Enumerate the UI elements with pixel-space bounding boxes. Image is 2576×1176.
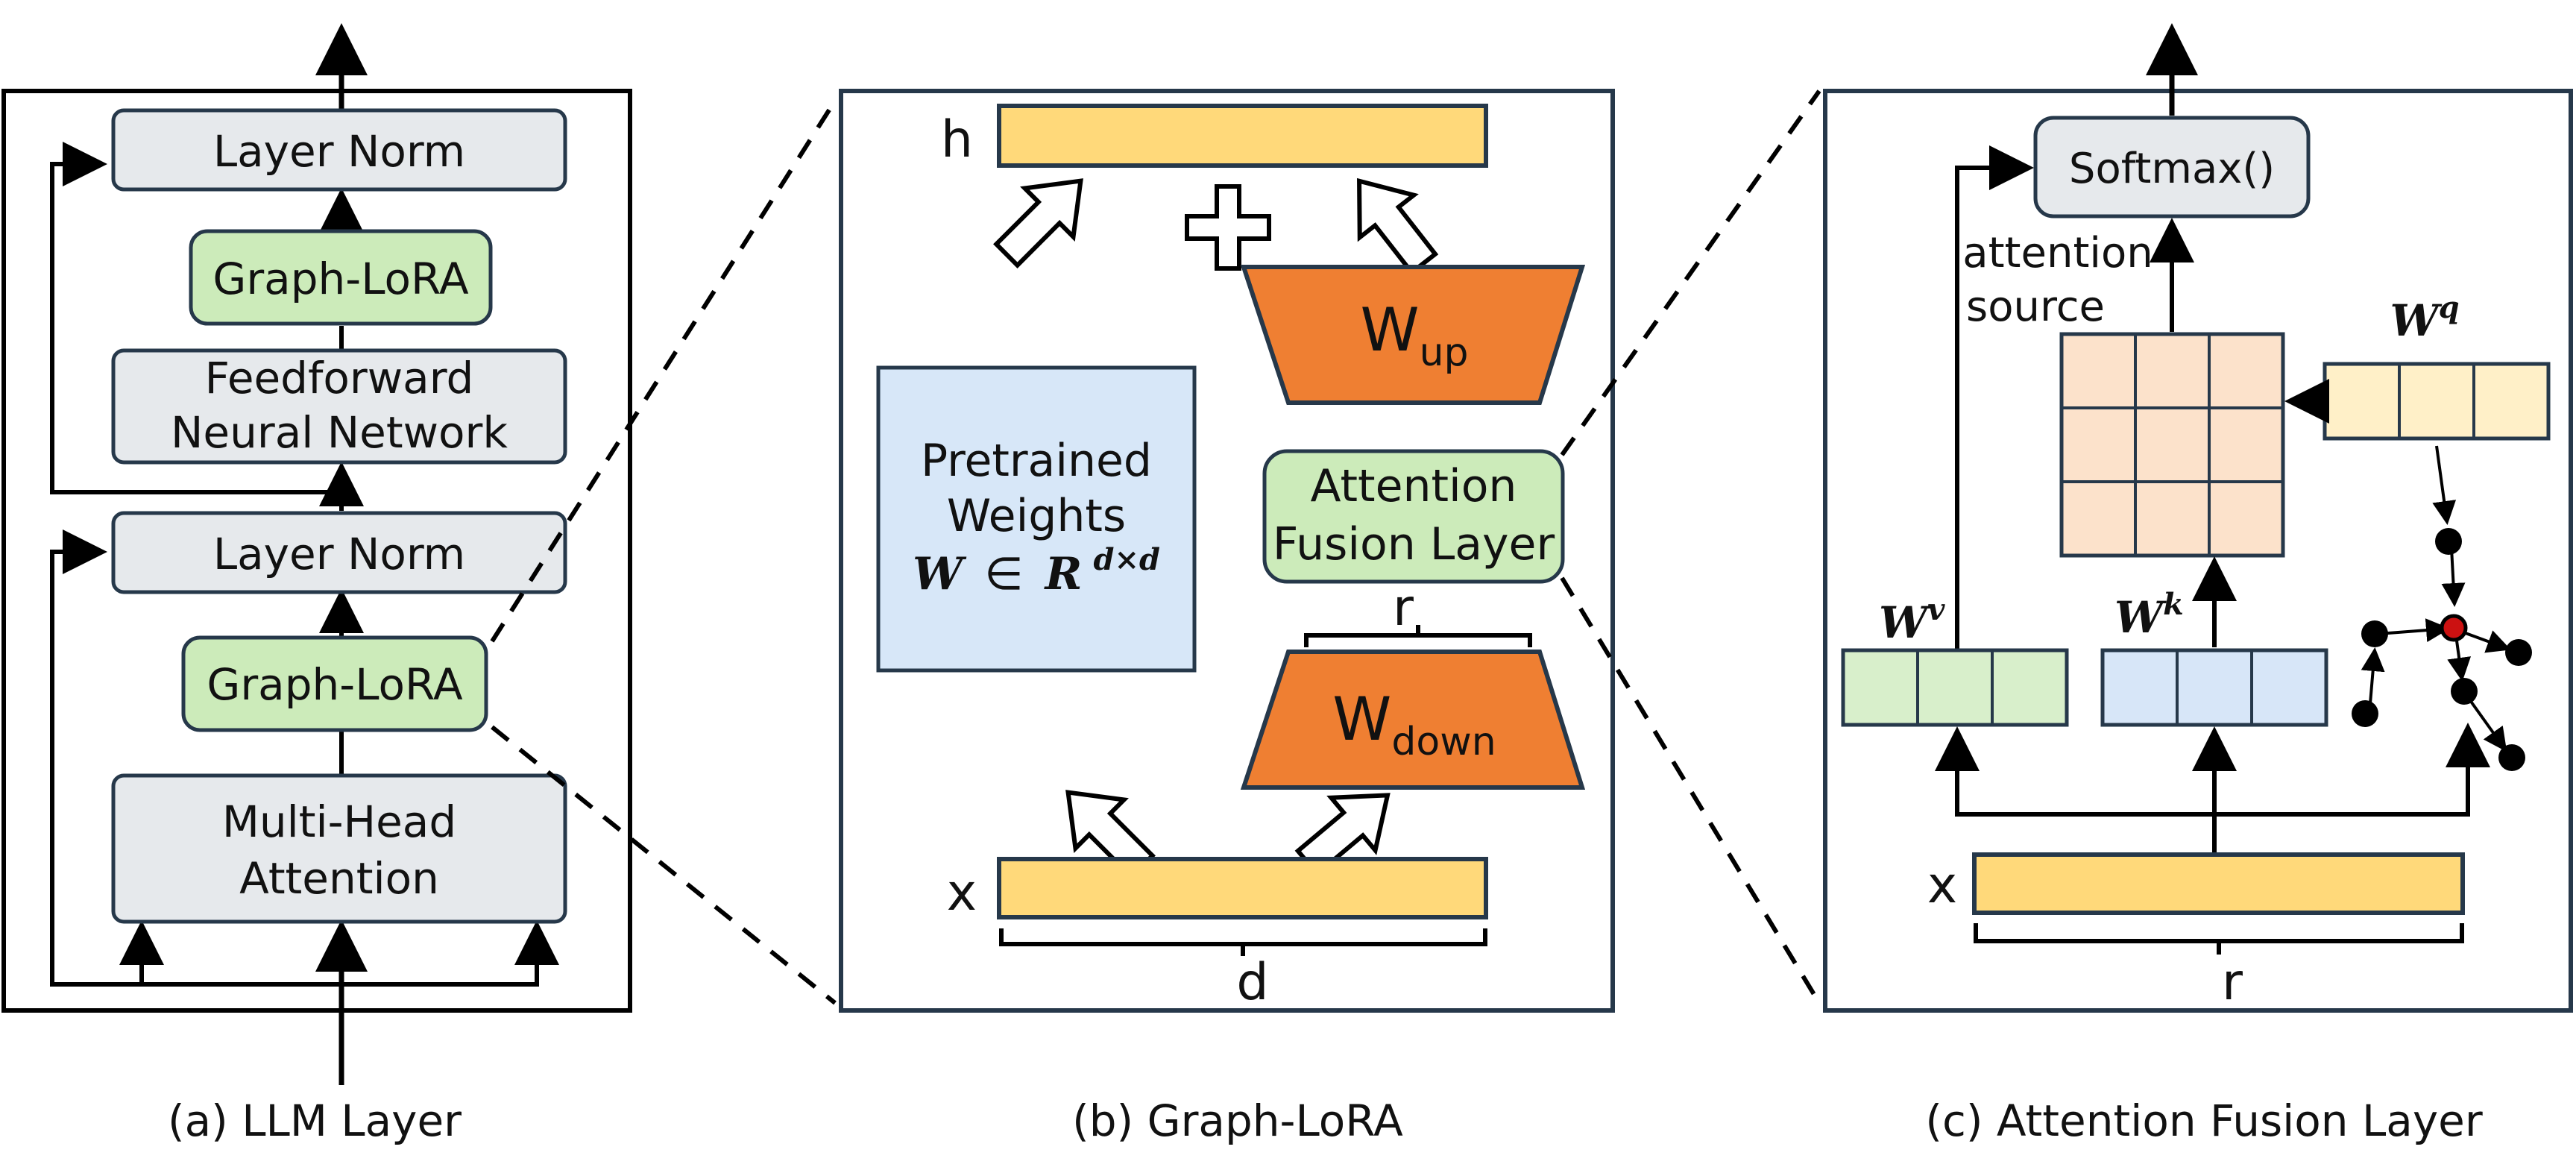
wv-vector bbox=[1841, 648, 2069, 727]
panel-a-frame bbox=[1, 89, 632, 1013]
x-label-c: x bbox=[1927, 856, 1957, 915]
x-bar-b bbox=[997, 857, 1488, 919]
mha-label-line1: Multi-Head bbox=[222, 796, 456, 847]
graph-node bbox=[2505, 639, 2532, 666]
zoom-line-b-bottom bbox=[1560, 576, 1821, 1004]
pretrained-weights-box: Pretrained Weights W ∈ R d×d bbox=[876, 365, 1197, 673]
wk-sup: k bbox=[2163, 587, 2184, 622]
fusion-line1: Attention bbox=[1311, 460, 1517, 512]
h-bar bbox=[997, 104, 1488, 168]
hollow-arrow-left-out bbox=[1065, 790, 1156, 880]
panel-llm-layer: Layer Norm Graph-LoRA Feedforward Neural… bbox=[1, 23, 632, 1146]
wk-base: W bbox=[2114, 592, 2167, 643]
wq-sup: q bbox=[2439, 290, 2460, 325]
pretrained-line2: Weights bbox=[947, 490, 1126, 542]
ffn-box: Feedforward Neural Network bbox=[111, 348, 567, 465]
caption-a: (a) LLM Layer bbox=[168, 1095, 462, 1146]
graph-node bbox=[2451, 678, 2478, 705]
caption-b: (b) Graph-LoRA bbox=[1072, 1095, 1403, 1146]
graph-lora-bottom-box: Graph-LoRA bbox=[181, 635, 488, 732]
graph-lora-top-label: Graph-LoRA bbox=[212, 254, 469, 304]
graph-node bbox=[2435, 528, 2462, 555]
panel-c-frame bbox=[1823, 89, 2573, 1013]
caption-c: (c) Attention Fusion Layer bbox=[1925, 1095, 2483, 1146]
wk-vector bbox=[2100, 648, 2328, 727]
hollow-arrow-left-up bbox=[993, 178, 1083, 268]
d-brace bbox=[999, 928, 1487, 956]
multi-head-attention-box: Multi-Head Attention bbox=[111, 773, 567, 924]
x-label-b: x bbox=[947, 864, 977, 922]
w-down-sub: down bbox=[1391, 720, 1496, 764]
ffn-label-line1: Feedforward bbox=[205, 353, 474, 403]
plus-icon bbox=[1185, 184, 1271, 271]
svg-text:Wv: Wv bbox=[1879, 592, 1945, 648]
h-label: h bbox=[941, 110, 973, 169]
d-label: d bbox=[1236, 953, 1268, 1012]
panel-graph-lora: h Wup Pretrained Weights W ∈ R d×d bbox=[839, 89, 1615, 1146]
attention-score-grid bbox=[2059, 332, 2285, 558]
softmax-label: Softmax() bbox=[2069, 145, 2275, 193]
w-down-trapezoid: Wdown bbox=[1240, 650, 1586, 790]
w-up-trapezoid: Wup bbox=[1240, 265, 1586, 405]
r-label-b: r bbox=[1393, 579, 1414, 638]
fusion-line2: Fusion Layer bbox=[1273, 518, 1555, 570]
pretrained-line1: Pretrained bbox=[921, 435, 1152, 487]
w-up-main: W bbox=[1360, 295, 1419, 365]
r-brace-c bbox=[1974, 923, 2464, 955]
graph-node bbox=[2361, 620, 2388, 647]
formula-exp: d×d bbox=[1094, 542, 1160, 577]
graph-center-node bbox=[2440, 614, 2468, 642]
layer-norm-bottom-box: Layer Norm bbox=[111, 511, 567, 594]
graph-network bbox=[2352, 445, 2532, 771]
mha-label-line2: Attention bbox=[239, 853, 439, 904]
layer-norm-top-box: Layer Norm bbox=[111, 108, 567, 192]
hollow-arrow-right-up bbox=[1357, 177, 1439, 276]
r-brace-b bbox=[1304, 625, 1532, 647]
graph-lora-bottom-label: Graph-LoRA bbox=[207, 659, 463, 710]
attention-source-line2: source bbox=[1966, 283, 2105, 331]
w-down-main: W bbox=[1332, 685, 1391, 754]
svg-text:Wq: Wq bbox=[2390, 290, 2459, 346]
residual-connection-top bbox=[50, 142, 341, 494]
wv-sup: v bbox=[1927, 592, 1945, 627]
wq-base: W bbox=[2390, 295, 2442, 346]
svg-text:Wup: Wup bbox=[1360, 295, 1468, 375]
svg-text:Wdown: Wdown bbox=[1332, 685, 1496, 764]
zoom-line-b-top bbox=[1560, 89, 1821, 456]
softmax-box: Softmax() bbox=[2033, 116, 2311, 218]
wq-vector bbox=[2323, 362, 2551, 441]
r-label-c: r bbox=[2222, 953, 2243, 1012]
graph-node bbox=[2352, 700, 2378, 727]
panel-b-frame bbox=[839, 89, 1615, 1013]
attention-fusion-layer-box: Attention Fusion Layer bbox=[1262, 449, 1565, 584]
formula-in: ∈ bbox=[984, 548, 1023, 600]
graph-node bbox=[2498, 744, 2525, 771]
formula-w: W bbox=[913, 548, 967, 600]
svg-text:Wk: Wk bbox=[2114, 587, 2184, 643]
wv-base: W bbox=[1879, 597, 1931, 648]
x-bar-c bbox=[1972, 852, 2465, 915]
attention-source-line1: attention bbox=[1962, 229, 2153, 277]
graph-lora-top-box: Graph-LoRA bbox=[189, 229, 493, 326]
zoom-line-a-bottom bbox=[491, 725, 837, 1005]
panel-attention-fusion-layer: Softmax() attention source Wq Wv bbox=[1823, 23, 2573, 1146]
svg-text:W ∈ R: W ∈ R d×d bbox=[913, 542, 1160, 600]
layer-norm-top-label: Layer Norm bbox=[213, 126, 465, 177]
formula-r: R bbox=[1044, 548, 1083, 600]
w-up-sub: up bbox=[1420, 330, 1469, 375]
layer-norm-bottom-label: Layer Norm bbox=[213, 529, 465, 579]
ffn-label-line2: Neural Network bbox=[171, 407, 508, 458]
